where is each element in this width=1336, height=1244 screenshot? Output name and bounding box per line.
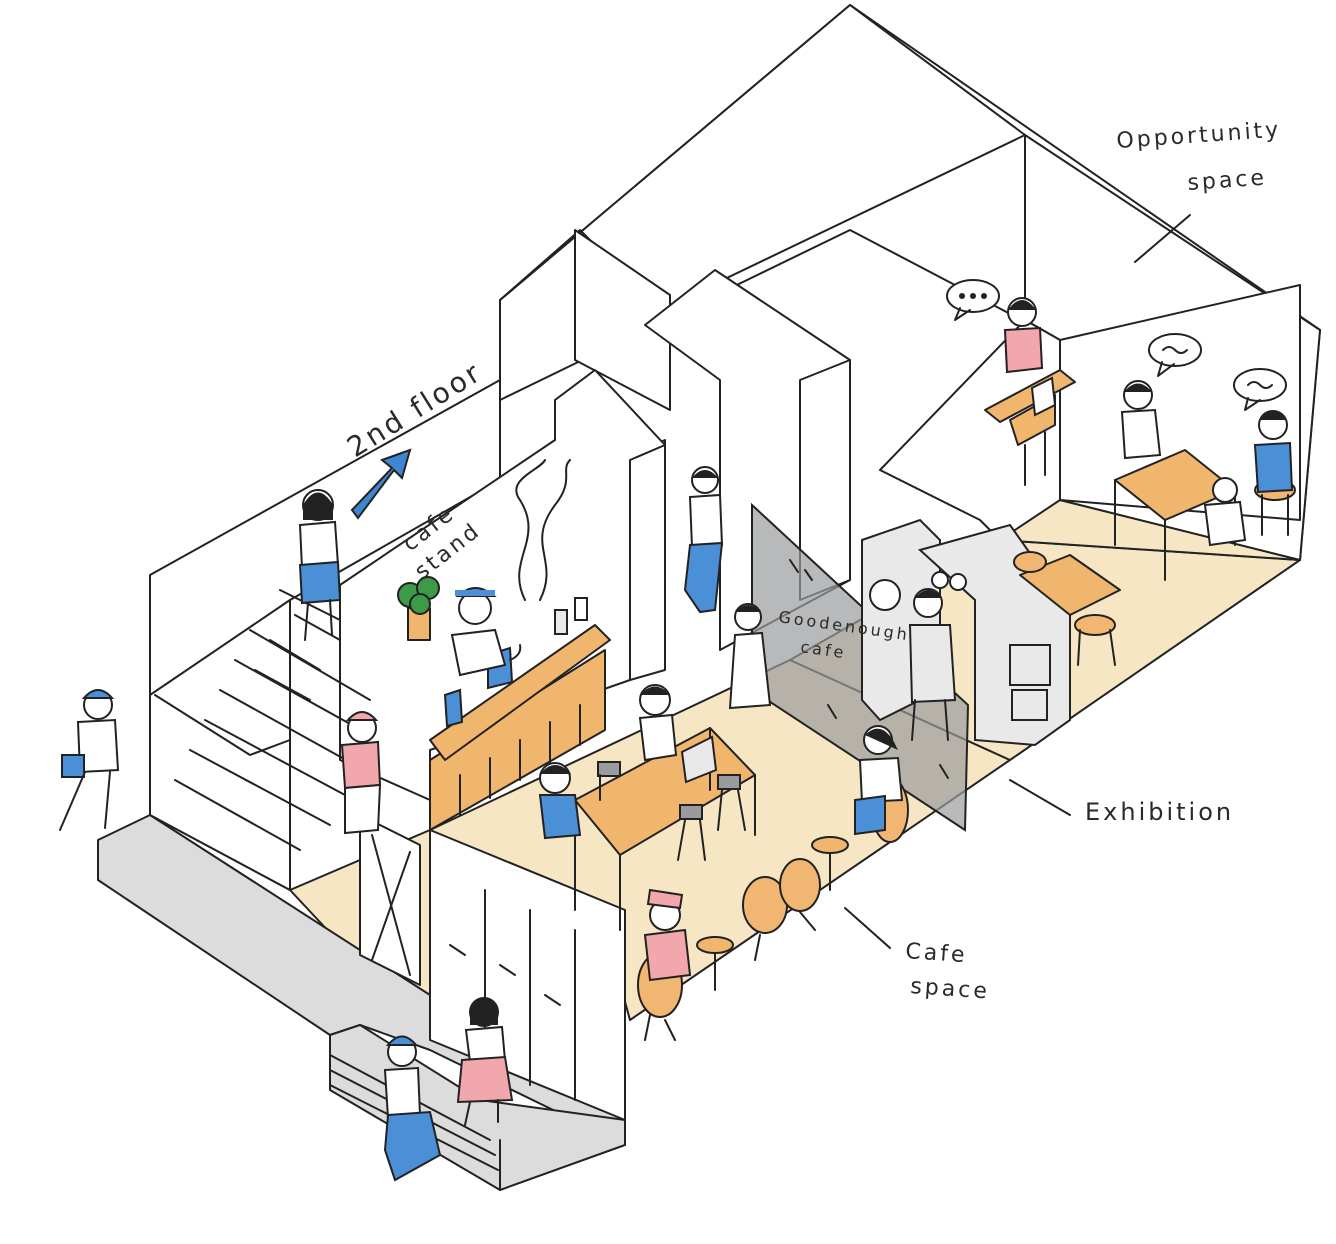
label-cafe-space-1: Cafe (905, 939, 969, 968)
counter-slats (459, 704, 581, 816)
rack-appliances (931, 571, 1051, 721)
leader-lines (844, 214, 1191, 949)
back-wall-top (499, 4, 1026, 311)
glass-highlights (789, 559, 949, 779)
opportunity-people (1003, 297, 1294, 547)
cafe-counter-top (429, 624, 611, 761)
label-opportunity-2: space (1187, 165, 1268, 195)
cafe-customers (538, 684, 678, 840)
label-opportunity-1: Opportunity (1116, 118, 1282, 154)
laptop-icon (680, 735, 718, 784)
steam-icon (515, 459, 571, 601)
speech-bubble-icon (946, 279, 1287, 411)
small-round-tables (696, 836, 849, 991)
walker-left (59, 689, 120, 831)
entrance-door (359, 814, 421, 986)
person-on-stairs-top (298, 489, 342, 641)
staircase (149, 589, 371, 891)
table-legs (574, 727, 756, 931)
barista (450, 587, 507, 677)
up-right-arrow-icon (350, 448, 412, 520)
plant-icon (397, 576, 440, 641)
partition-wall-1 (574, 229, 671, 411)
woman-white-dress (728, 603, 772, 710)
label-exhibition: Exhibition (1085, 798, 1234, 826)
front-window-mullions (449, 889, 576, 1101)
woman-pink-skirt (456, 997, 514, 1126)
partition-wall-3 (799, 359, 851, 601)
lounge-customers (643, 725, 904, 982)
tall-pillar (629, 439, 666, 681)
walker-corridor (683, 466, 724, 614)
person-on-stairs (340, 711, 382, 835)
high-chairs (597, 761, 746, 861)
man-sitting-steps (383, 1035, 442, 1182)
reception-desk (984, 369, 1076, 486)
exhibition-staff (908, 588, 957, 741)
exhibition-table (1013, 551, 1121, 666)
label-cafe-space-2: space (910, 974, 991, 1004)
